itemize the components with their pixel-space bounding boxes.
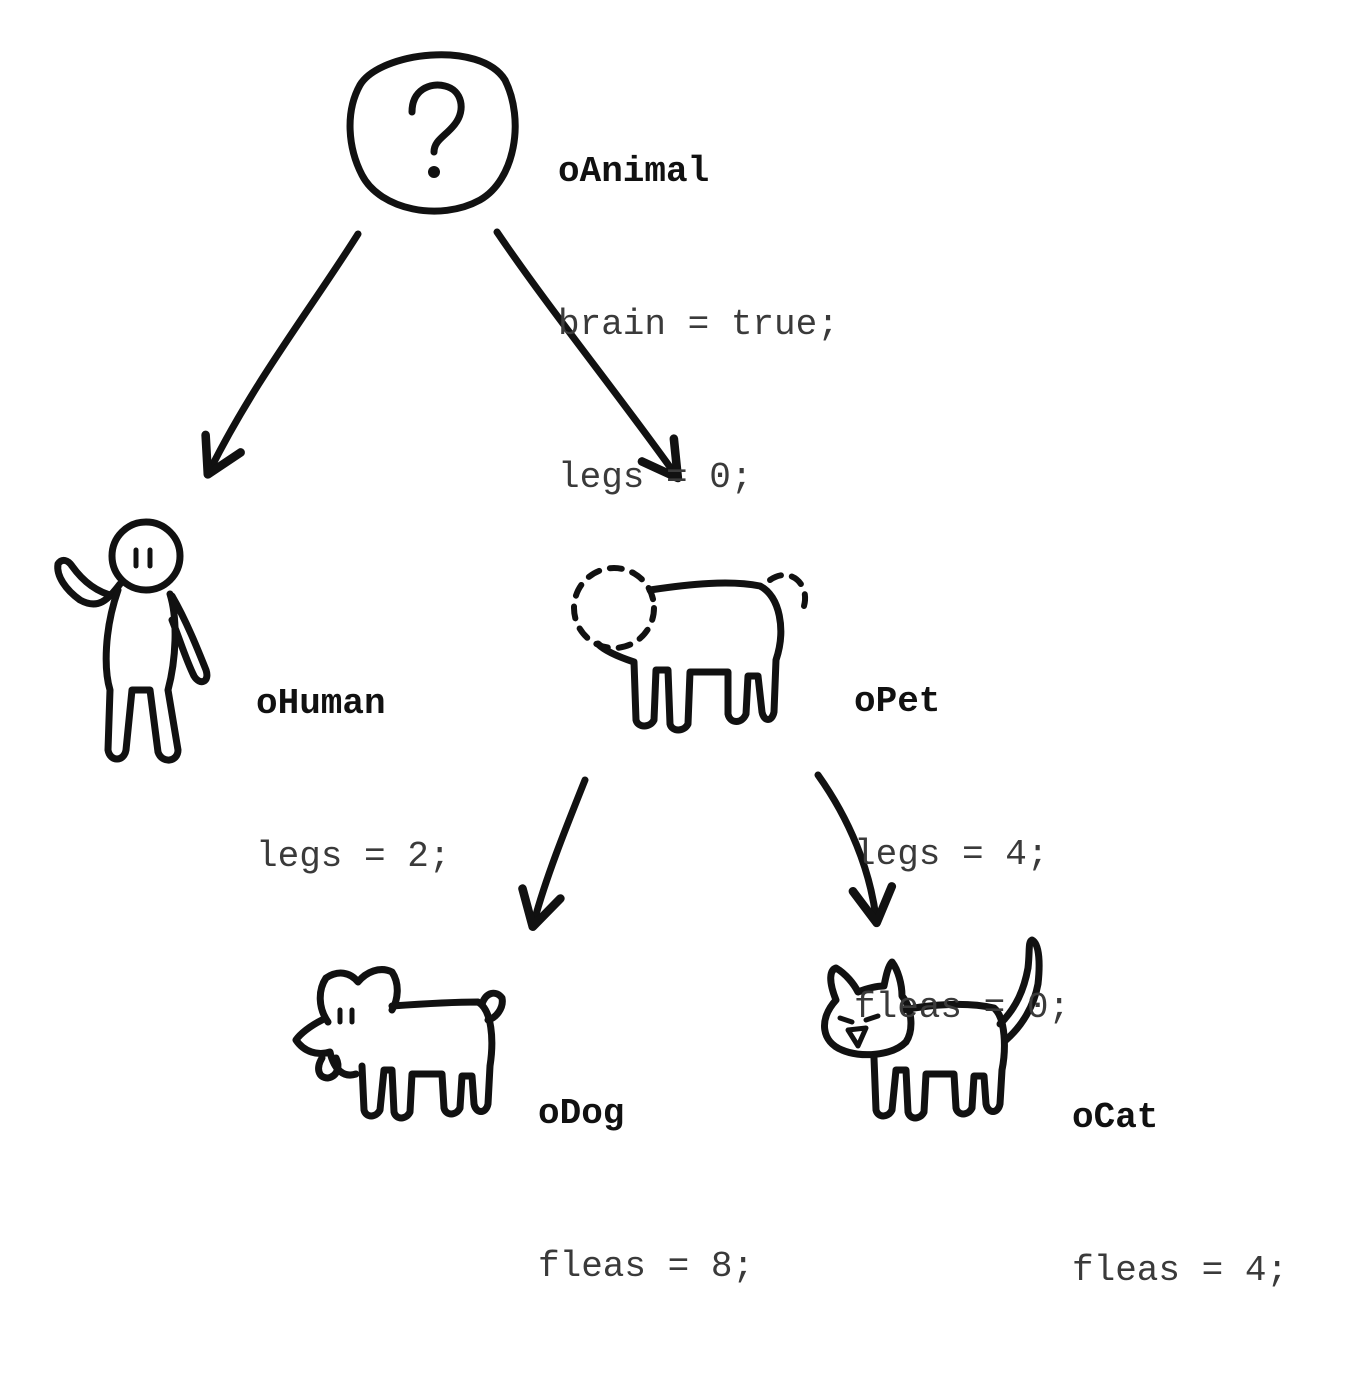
node-dog: oDog fleas = 8; bbox=[538, 986, 754, 1394]
node-animal: oAnimal brain = true; legs = 0; bbox=[558, 44, 839, 605]
node-name: oCat bbox=[1072, 1097, 1159, 1138]
node-name: oPet bbox=[854, 681, 941, 722]
edge-pet-dog bbox=[518, 776, 589, 932]
edge-animal-human bbox=[201, 230, 362, 479]
node-name: oDog bbox=[538, 1093, 625, 1134]
edge-pet-cat bbox=[814, 771, 897, 928]
cat-icon bbox=[821, 936, 1043, 1122]
diagram-drawing bbox=[54, 51, 1043, 1122]
node-cat: oCat fleas = 4; bbox=[1072, 990, 1288, 1398]
generic-pet-icon bbox=[571, 565, 809, 734]
node-pet: oPet legs = 4; fleas = 0; bbox=[854, 574, 1070, 1135]
node-property: fleas = 0; bbox=[854, 987, 1071, 1028]
node-property: legs = 0; bbox=[558, 457, 753, 498]
human-figure-icon bbox=[54, 518, 211, 764]
inheritance-diagram: oAnimal brain = true; legs = 0; oHuman l… bbox=[54, 44, 1288, 1291]
node-name: oHuman bbox=[256, 683, 386, 724]
dog-icon bbox=[292, 966, 506, 1122]
edge-animal-pet bbox=[493, 228, 683, 483]
question-mark-icon bbox=[346, 51, 519, 215]
node-property: legs = 4; bbox=[854, 834, 1049, 875]
node-human: oHuman legs = 2; bbox=[256, 576, 450, 984]
node-property: brain = true; bbox=[558, 304, 839, 345]
node-name: oAnimal bbox=[558, 151, 710, 192]
node-property: legs = 2; bbox=[256, 836, 451, 877]
node-property: fleas = 4; bbox=[1072, 1250, 1289, 1291]
node-property: fleas = 8; bbox=[538, 1246, 755, 1287]
